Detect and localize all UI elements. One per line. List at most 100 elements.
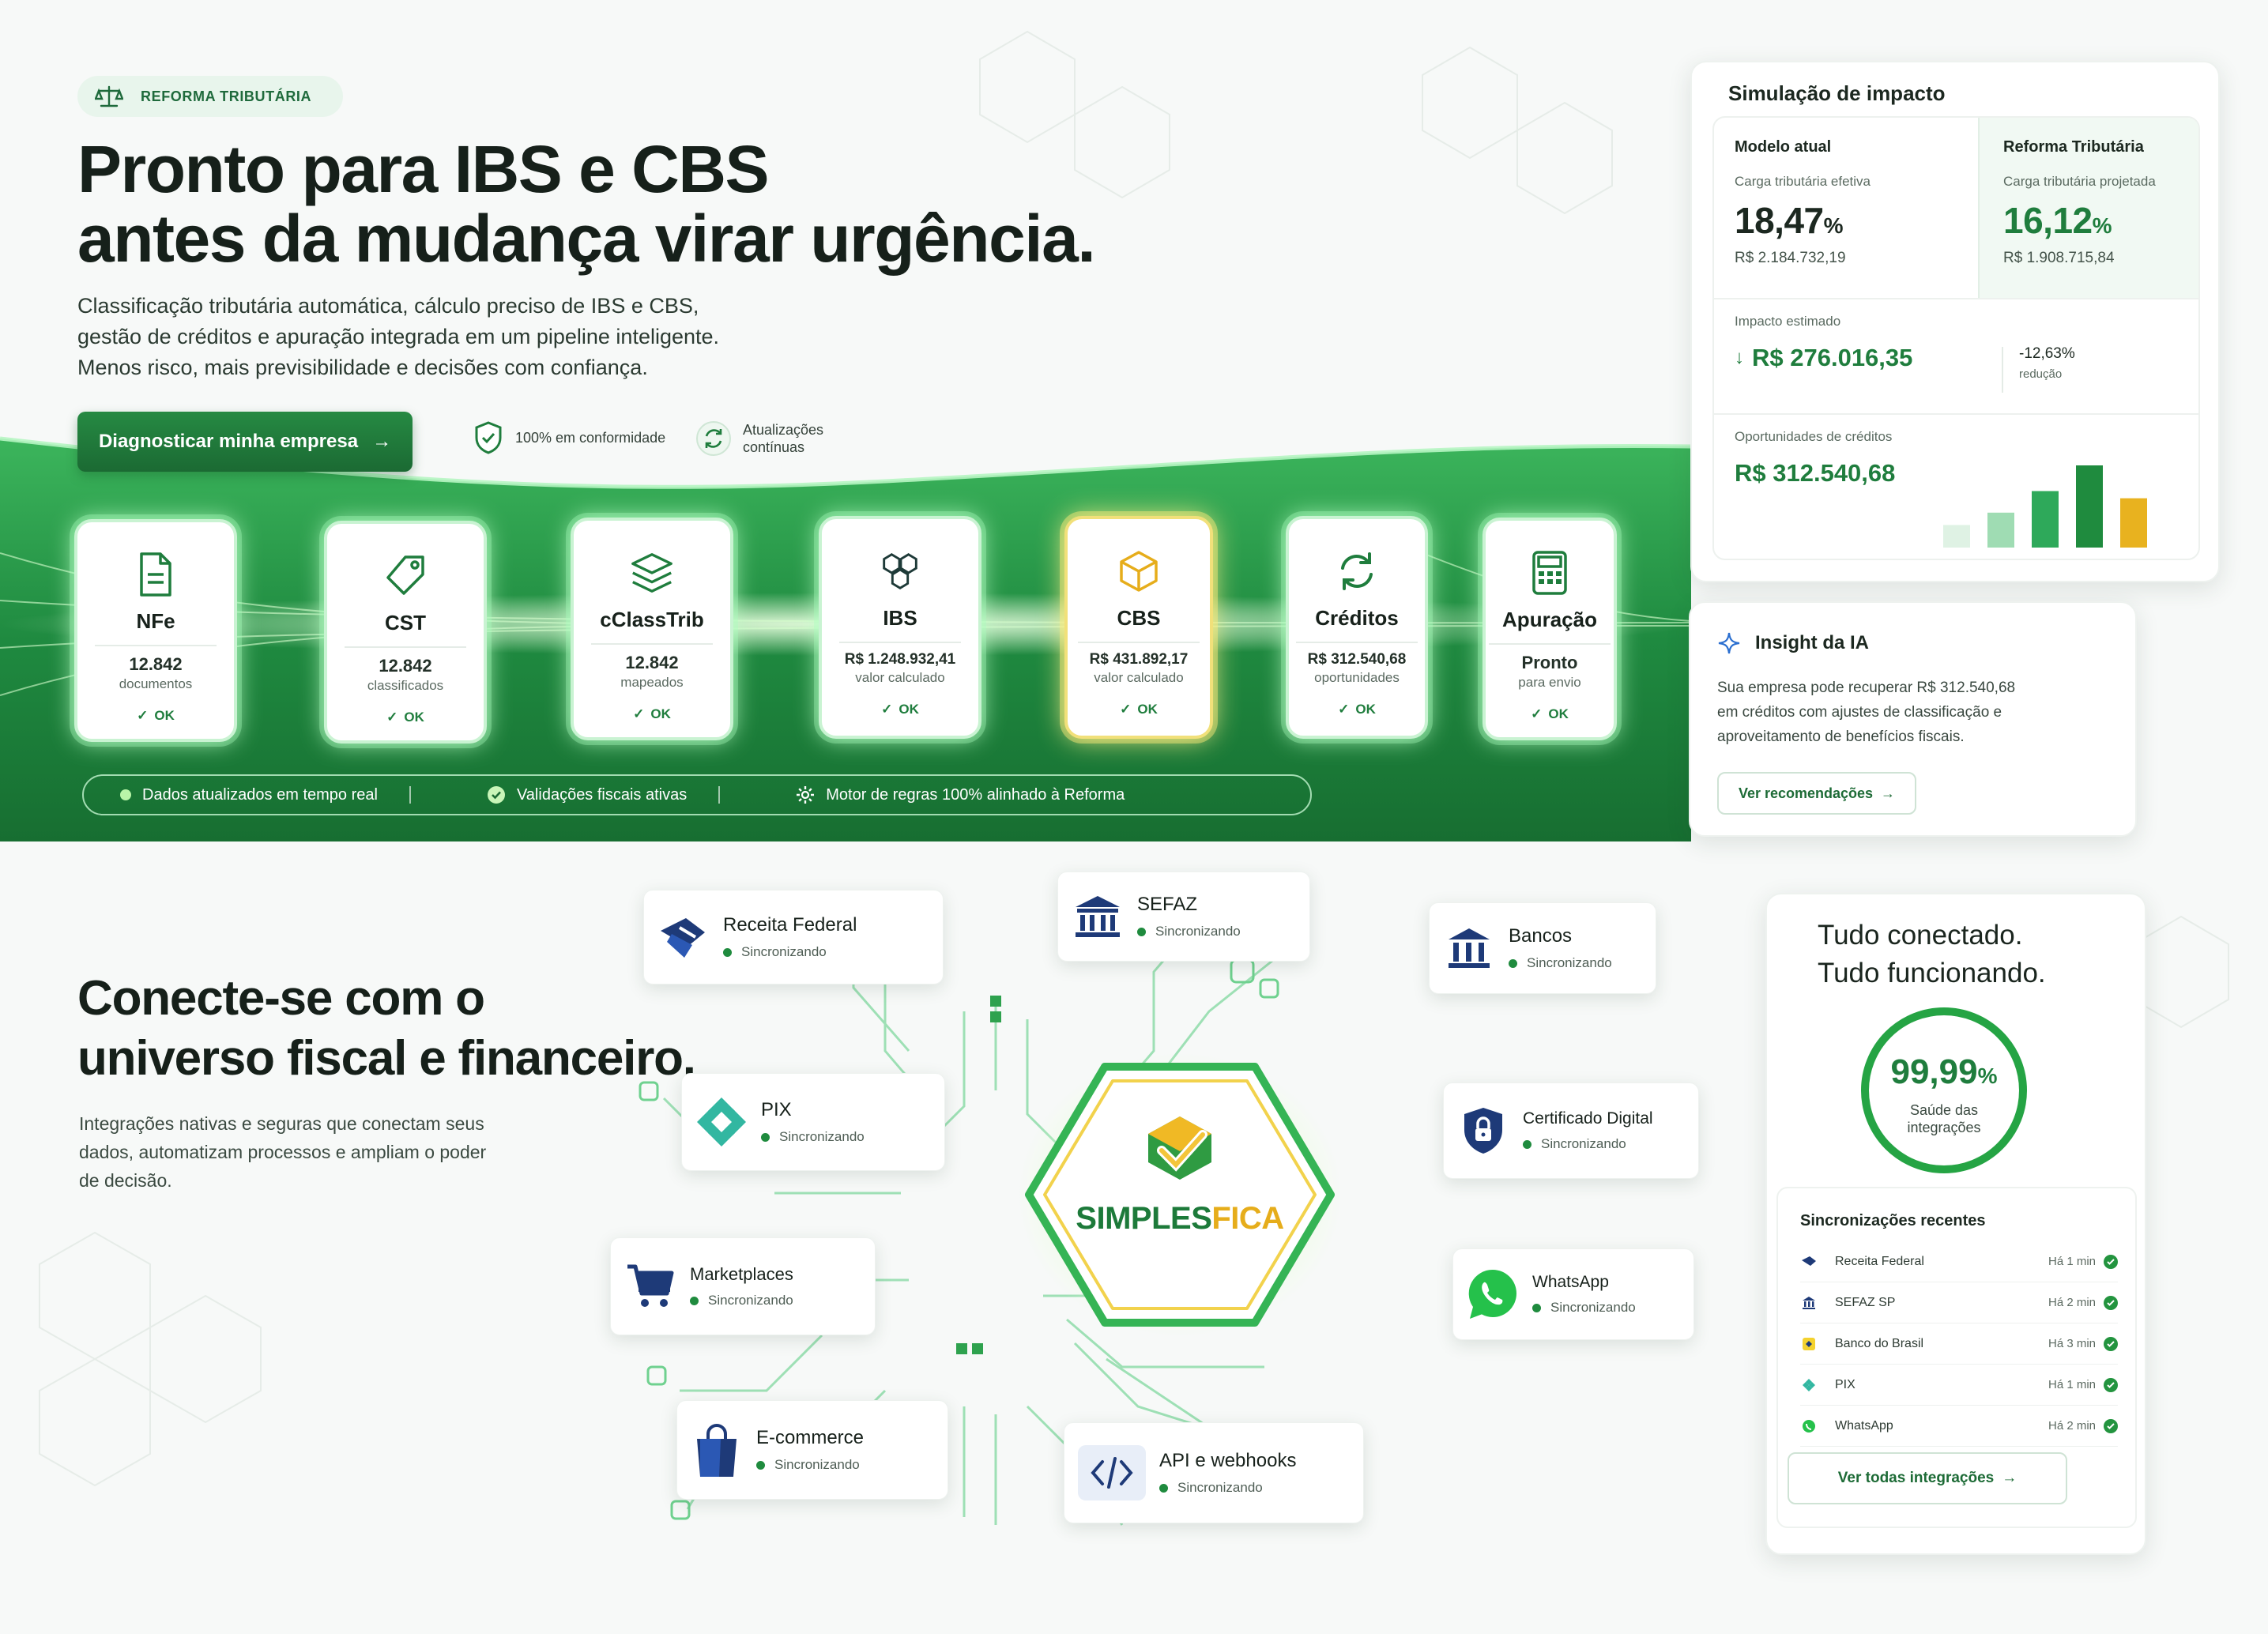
divider — [1714, 298, 2198, 299]
government-building-icon — [1058, 893, 1137, 940]
stage-divider — [95, 645, 217, 646]
view-all-integrations-button[interactable]: Ver todas integrações → — [1788, 1452, 2067, 1504]
status-rules: Motor de regras 100% alinhado à Reforma — [796, 785, 1125, 804]
hero-lead-line2: gestão de créditos e apuração integrada … — [77, 325, 720, 348]
check-circle-icon — [2104, 1377, 2118, 1392]
bank-icon — [1430, 925, 1509, 971]
integrations-title: Conecte-se com o universo fiscal e finan… — [77, 969, 789, 1089]
stage-sub: para envio — [1518, 675, 1581, 690]
diagnose-button[interactable]: Diagnosticar minha empresa → — [77, 412, 413, 472]
status-dot-icon — [1159, 1483, 1168, 1493]
node-name: PIX — [761, 1099, 792, 1120]
reduction: -12,63% redução — [2019, 345, 2075, 381]
current-model-heading: Modelo atual — [1735, 138, 1832, 156]
node-name: Marketplaces — [690, 1264, 793, 1284]
trust-updates: Atualizações contínuas — [695, 420, 823, 457]
cube-icon — [1115, 548, 1162, 595]
stage-divider — [1078, 642, 1200, 643]
reform-label: Carga tributária projetada — [2003, 174, 2156, 189]
stage-status: ✓OK — [881, 702, 919, 717]
sync-name: PIX — [1835, 1377, 1855, 1391]
ai-insight-card: Insight da IA Sua empresa pode recuperar… — [1689, 601, 2137, 837]
status-divider — [718, 786, 721, 804]
status-dot-icon — [690, 1296, 699, 1305]
pix-icon — [682, 1094, 761, 1150]
stage-title: NFe — [136, 609, 175, 633]
reforma-badge: REFORMA TRIBUTÁRIA — [77, 76, 343, 117]
health-title: Tudo conectado. Tudo funcionando. — [1818, 917, 2046, 992]
tag-icon — [382, 552, 429, 600]
health-value-number: 99,99 — [1890, 1052, 1978, 1091]
credit-bar — [1987, 512, 2014, 548]
stage-divider — [1296, 642, 1418, 643]
check-icon: ✓ — [386, 710, 398, 725]
node-name: Receita Federal — [723, 914, 857, 936]
health-label-line1: Saúde das — [1909, 1102, 1979, 1118]
insight-header: Insight da IA — [1717, 631, 1869, 655]
node-name: API e webhooks — [1159, 1450, 1297, 1471]
health-label-line2: integrações — [1907, 1120, 1981, 1135]
insight-text: Sua empresa pode recuperar R$ 312.540,68… — [1717, 676, 2015, 749]
stage-value: R$ 431.892,17 — [1089, 651, 1189, 668]
current-rate-pct: % — [1823, 213, 1844, 238]
sync-name: WhatsApp — [1835, 1418, 1893, 1433]
bank-icon — [1800, 1337, 1818, 1351]
arrow-right-icon: → — [1881, 785, 1896, 801]
status-dot-icon — [1523, 1139, 1531, 1149]
stage-sub: valor calculado — [855, 670, 945, 685]
receita-federal-icon — [644, 915, 723, 959]
status-dot-icon — [756, 1460, 765, 1470]
reform-rate: 16,12% — [2003, 199, 2198, 242]
diagnose-button-label: Diagnosticar minha empresa — [98, 431, 359, 452]
health-gauge: 99,99% Saúde das integrações — [1855, 1002, 2033, 1179]
stage-status-label: OK — [404, 710, 424, 725]
current-model-label: Carga tributária efetiva — [1735, 174, 1871, 189]
node-status: Sincronizando — [1532, 1300, 1636, 1316]
insight-line3: aproveitamento de benefícios fiscais. — [1717, 729, 1965, 745]
impact-title: Simulação de impacto — [1728, 81, 1946, 105]
stage-title: CST — [385, 611, 426, 634]
view-recommendations-button[interactable]: Ver recomendações → — [1717, 772, 1916, 815]
insight-title: Insight da IA — [1755, 632, 1869, 653]
current-model-column: Modelo atual Carga tributária efetiva 18… — [1714, 118, 1978, 298]
integrations-title-line2: universo fiscal e financeiro. — [77, 1031, 696, 1086]
hero-title-line2: antes da mudança virar urgência. — [77, 201, 1096, 276]
reform-column: Reforma Tributária Carga tributária proj… — [1978, 118, 2198, 298]
sync-time: Há 1 min — [2048, 1378, 2097, 1391]
wordmark-simples: SIMPLES — [1076, 1201, 1212, 1236]
check-icon: ✓ — [633, 706, 645, 721]
gear-icon — [797, 786, 815, 804]
credits-bar-chart — [1943, 465, 2147, 548]
stage-value: 12.842 — [625, 653, 679, 672]
refresh-icon — [1333, 548, 1381, 595]
node-status: Sincronizando — [1523, 1136, 1653, 1152]
stage-value: 12.842 — [129, 654, 183, 674]
health-title-line2: Tudo funcionando. — [1818, 958, 2046, 988]
divider — [1714, 413, 2198, 415]
impact-inner-panel: Modelo atual Carga tributária efetiva 18… — [1712, 116, 2200, 560]
status-realtime-label: Dados atualizados em tempo real — [142, 785, 378, 804]
node-status: Sincronizando — [1159, 1480, 1296, 1496]
trust-conformity: 100% em conformidade — [473, 420, 665, 455]
simplesfica-wordmark: SIMPLESFICA — [1018, 1201, 1342, 1237]
node-status: Sincronizando — [756, 1457, 864, 1473]
